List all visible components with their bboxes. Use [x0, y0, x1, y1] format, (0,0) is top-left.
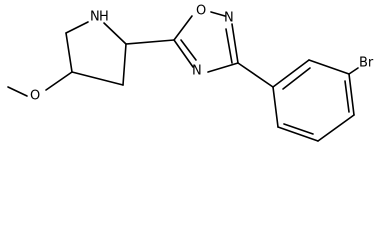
oxadiazole-ring	[173, 11, 239, 73]
oxygen-label-methoxy: O	[30, 89, 40, 104]
bromine-label: Br	[359, 56, 374, 71]
bond-c4-o	[45, 71, 73, 91]
bond-c5-n1	[65, 21, 89, 34]
bond-ph-inner-1	[282, 67, 311, 90]
bond-n4-c5-a	[173, 39, 194, 68]
bond-ph-1	[272, 59, 310, 88]
bond-n1-c2	[103, 22, 127, 45]
bond-ph-inner-2	[344, 80, 350, 113]
nitrogen-label-top: N	[224, 11, 234, 26]
bond-ph-6	[272, 86, 279, 128]
bond-n2-c3-b	[225, 28, 233, 64]
bond-ph-5	[277, 126, 319, 142]
bond-ph-inner-3	[283, 123, 314, 135]
bond-n2-c3-a	[231, 23, 239, 64]
atom-labels: N H O N N O Br	[30, 4, 374, 104]
bond-c5-o1	[173, 15, 193, 41]
bond-c3-phenyl	[237, 62, 274, 88]
bond-ph-3	[348, 73, 355, 116]
benzene-ring	[272, 59, 355, 142]
nitrogen-label-bottom: N	[192, 64, 202, 79]
bond-n4-c5-b	[180, 39, 197, 61]
nitrogen-label-nh: N	[90, 10, 100, 25]
bond-c3-n4	[207, 62, 239, 73]
methoxy-group	[7, 71, 73, 97]
bond-c3-c4	[71, 71, 124, 86]
bond-o1-n2	[210, 11, 226, 17]
bond-ph-2	[308, 59, 350, 75]
bond-c2-c5oxadiazole	[125, 39, 175, 45]
bond-ph-4	[317, 114, 355, 142]
bond-c2-c3	[122, 43, 127, 86]
bond-o-ch3	[7, 86, 28, 97]
oxygen-label-ring: O	[196, 4, 206, 19]
pyrrolidine-ring	[65, 21, 127, 86]
bond-c-br	[348, 67, 359, 75]
bond-c4-c5	[65, 32, 73, 73]
hydrogen-label-nh: H	[99, 10, 109, 25]
chemical-structure: N H O N N O Br	[7, 4, 374, 142]
